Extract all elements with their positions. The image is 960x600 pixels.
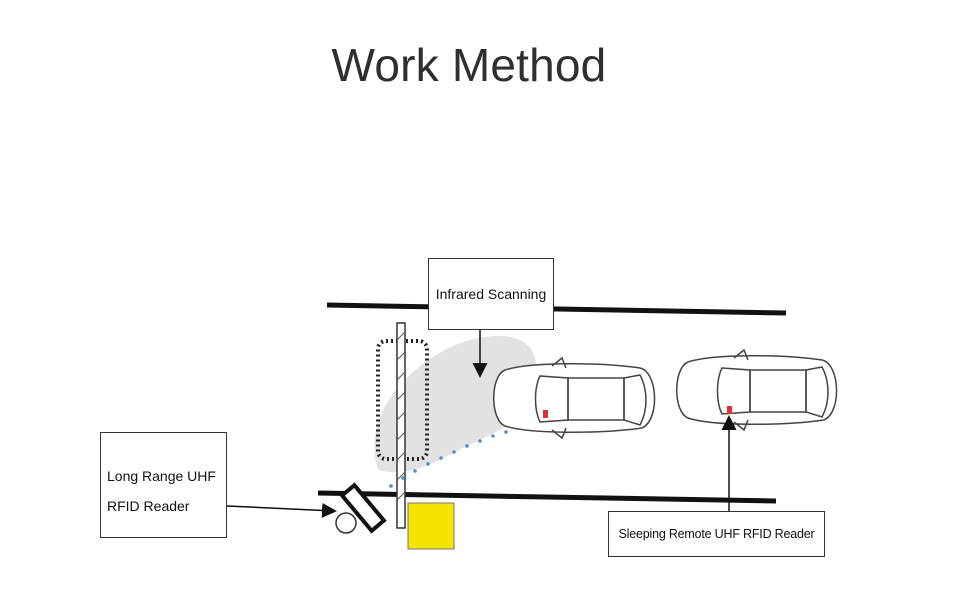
- car-at-gate: [493, 356, 656, 440]
- rfid-tag-car-1: [543, 410, 548, 418]
- barrier-arm: [396, 322, 406, 529]
- controller-box: [407, 502, 455, 550]
- road-line-top: [326, 302, 787, 316]
- infrared-scan-area: [374, 335, 537, 473]
- long-range-line-1: Long Range UHF: [107, 468, 216, 484]
- road-line-bottom: [317, 490, 777, 504]
- sleeping-reader-label: Sleeping Remote UHF RFID Reader: [608, 511, 825, 557]
- page-title: Work Method: [331, 39, 607, 91]
- reader-post: [335, 512, 357, 534]
- long-range-reader-label: Long Range UHF RFID Reader: [100, 432, 227, 538]
- long-range-line-2: RFID Reader: [107, 498, 190, 514]
- rfid-tag-car-2: [727, 406, 732, 414]
- car-approaching: [676, 348, 838, 432]
- long-range-reader-device: [335, 482, 387, 534]
- arrow-long-range-to-reader: [226, 502, 337, 518]
- infrared-scanning-label: Infrared Scanning: [428, 258, 554, 330]
- infrared-scanning-text: Infrared Scanning: [435, 286, 547, 302]
- sleeping-reader-text: Sleeping Remote UHF RFID Reader: [618, 527, 815, 541]
